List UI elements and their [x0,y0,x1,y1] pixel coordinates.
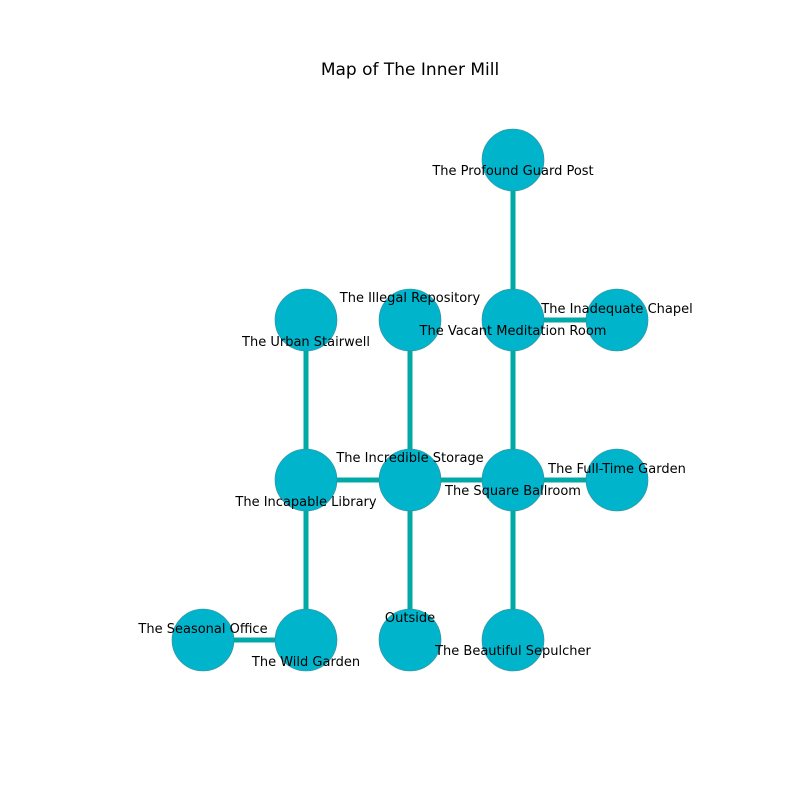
room-node-outside [378,608,442,672]
room-label-guard: The Profound Guard Post [431,164,593,179]
map-title: Map of The Inner Mill [321,60,499,80]
connection-layer [203,160,617,643]
room-node-stairwell [274,288,338,352]
room-label-repository: The Illegal Repository [339,291,481,306]
room-node-storage [378,448,442,512]
room-label-fulltime: The Full-Time Garden [547,462,686,477]
room-node-chapel [585,288,649,352]
room-label-stairwell: The Urban Stairwell [241,335,370,350]
room-node-layer [171,128,649,672]
room-node-ballroom [481,448,545,512]
room-label-wild: The Wild Garden [251,655,360,670]
room-label-meditation: The Vacant Meditation Room [419,324,607,339]
room-node-library [274,448,338,512]
room-node-office [171,608,235,672]
room-label-library: The Incapable Library [234,495,376,510]
room-label-ballroom: The Square Ballroom [444,484,581,499]
room-label-sepulcher: The Beautiful Sepulcher [434,644,591,659]
room-node-fulltime [585,448,649,512]
room-label-outside: Outside [385,611,435,626]
room-label-chapel: The Inadequate Chapel [540,302,692,317]
room-node-repository [378,288,442,352]
room-label-office: The Seasonal Office [137,622,267,637]
room-node-guard [481,128,545,192]
room-node-meditation [481,288,545,352]
room-node-sepulcher [481,608,545,672]
room-label-storage: The Incredible Storage [335,451,483,466]
room-node-wild [274,608,338,672]
